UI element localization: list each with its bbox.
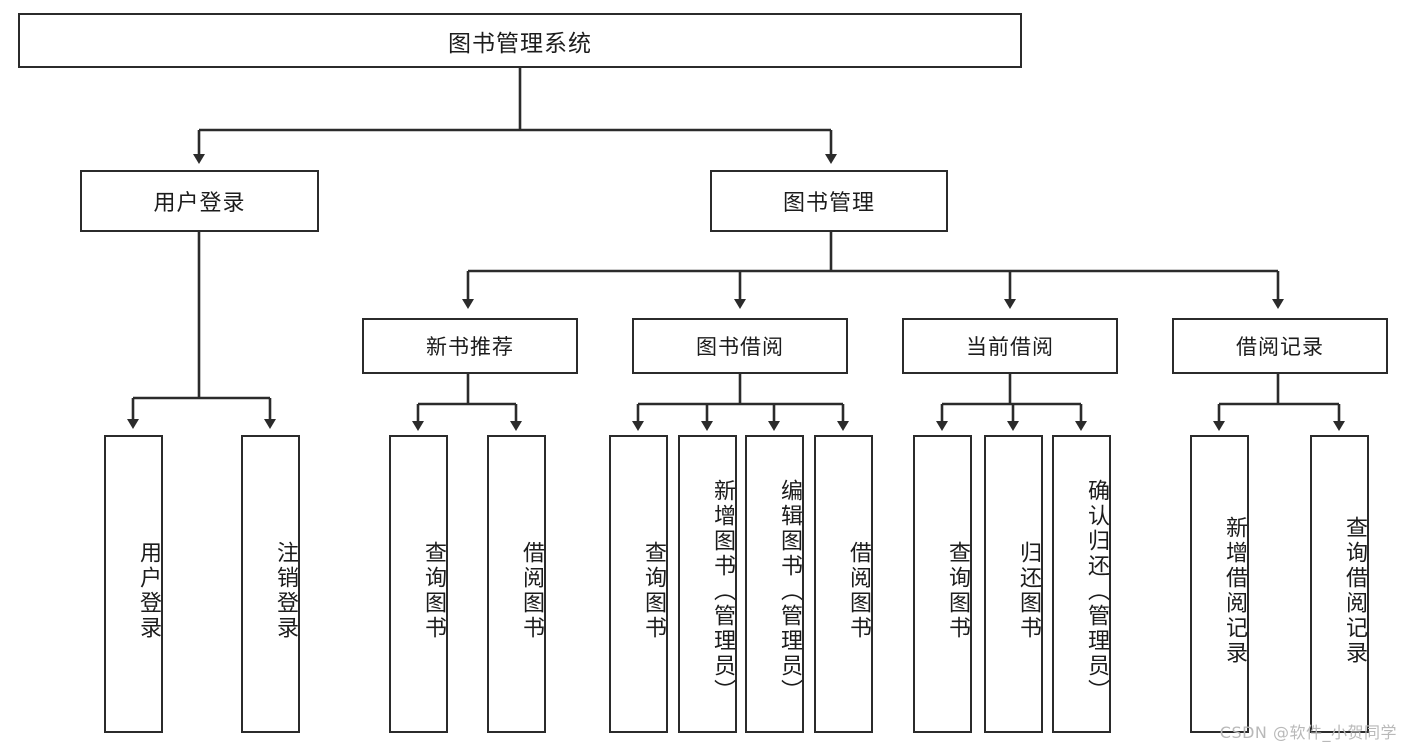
node-book-borrow-label: 图书借阅 (696, 335, 784, 359)
leaf-edit-book-admin[interactable]: 编辑图书（管理员） (745, 435, 804, 733)
leaf-query-book-newbook-label: 查询图书 (421, 541, 446, 641)
leaf-borrow-book-newbook-label: 借阅图书 (519, 541, 544, 641)
leaf-query-book-newbook[interactable]: 查询图书 (389, 435, 448, 733)
leaf-add-borrow-record[interactable]: 新增借阅记录 (1190, 435, 1249, 733)
leaf-confirm-return-admin[interactable]: 确认归还（管理员） (1052, 435, 1111, 733)
node-book-borrow[interactable]: 图书借阅 (632, 318, 848, 374)
leaf-query-book-borrow-label: 查询图书 (641, 541, 666, 641)
leaf-add-book-admin[interactable]: 新增图书（管理员） (678, 435, 737, 733)
leaf-user-login-label: 用户登录 (136, 541, 161, 641)
node-root-label: 图书管理系统 (448, 30, 592, 57)
leaf-query-book-borrow[interactable]: 查询图书 (609, 435, 668, 733)
leaf-return-book-label: 归还图书 (1016, 541, 1041, 641)
csdn-watermark: CSDN @软件_小贺同学 (1219, 723, 1397, 742)
leaf-user-login[interactable]: 用户登录 (104, 435, 163, 733)
node-borrow-record[interactable]: 借阅记录 (1172, 318, 1388, 374)
node-book-management-label: 图书管理 (782, 191, 875, 216)
leaf-user-logout[interactable]: 注销登录 (241, 435, 300, 733)
node-user-login[interactable]: 用户登录 (80, 170, 319, 232)
leaf-add-book-admin-label: 新增图书（管理员） (710, 478, 735, 704)
node-current-borrow-label: 当前借阅 (966, 335, 1054, 359)
leaf-user-logout-label: 注销登录 (273, 541, 298, 641)
node-user-login-label: 用户登录 (153, 191, 246, 216)
leaf-borrow-book-borrow[interactable]: 借阅图书 (814, 435, 873, 733)
leaf-query-borrow-record-label: 查询借阅记录 (1342, 516, 1367, 666)
leaf-edit-book-admin-label: 编辑图书（管理员） (777, 478, 802, 704)
node-new-book-recommend[interactable]: 新书推荐 (362, 318, 578, 374)
leaf-return-book[interactable]: 归还图书 (984, 435, 1043, 733)
leaf-query-borrow-record[interactable]: 查询借阅记录 (1310, 435, 1369, 733)
node-borrow-record-label: 借阅记录 (1236, 335, 1324, 359)
leaf-borrow-book-borrow-label: 借阅图书 (846, 541, 871, 641)
node-root[interactable]: 图书管理系统 (18, 13, 1022, 68)
leaf-query-book-current-label: 查询图书 (945, 541, 970, 641)
node-current-borrow[interactable]: 当前借阅 (902, 318, 1118, 374)
leaf-query-book-current[interactable]: 查询图书 (913, 435, 972, 733)
leaf-borrow-book-newbook[interactable]: 借阅图书 (487, 435, 546, 733)
node-new-book-recommend-label: 新书推荐 (426, 335, 514, 359)
node-book-management[interactable]: 图书管理 (710, 170, 948, 232)
leaf-confirm-return-admin-label: 确认归还（管理员） (1084, 478, 1109, 704)
leaf-add-borrow-record-label: 新增借阅记录 (1222, 516, 1247, 666)
